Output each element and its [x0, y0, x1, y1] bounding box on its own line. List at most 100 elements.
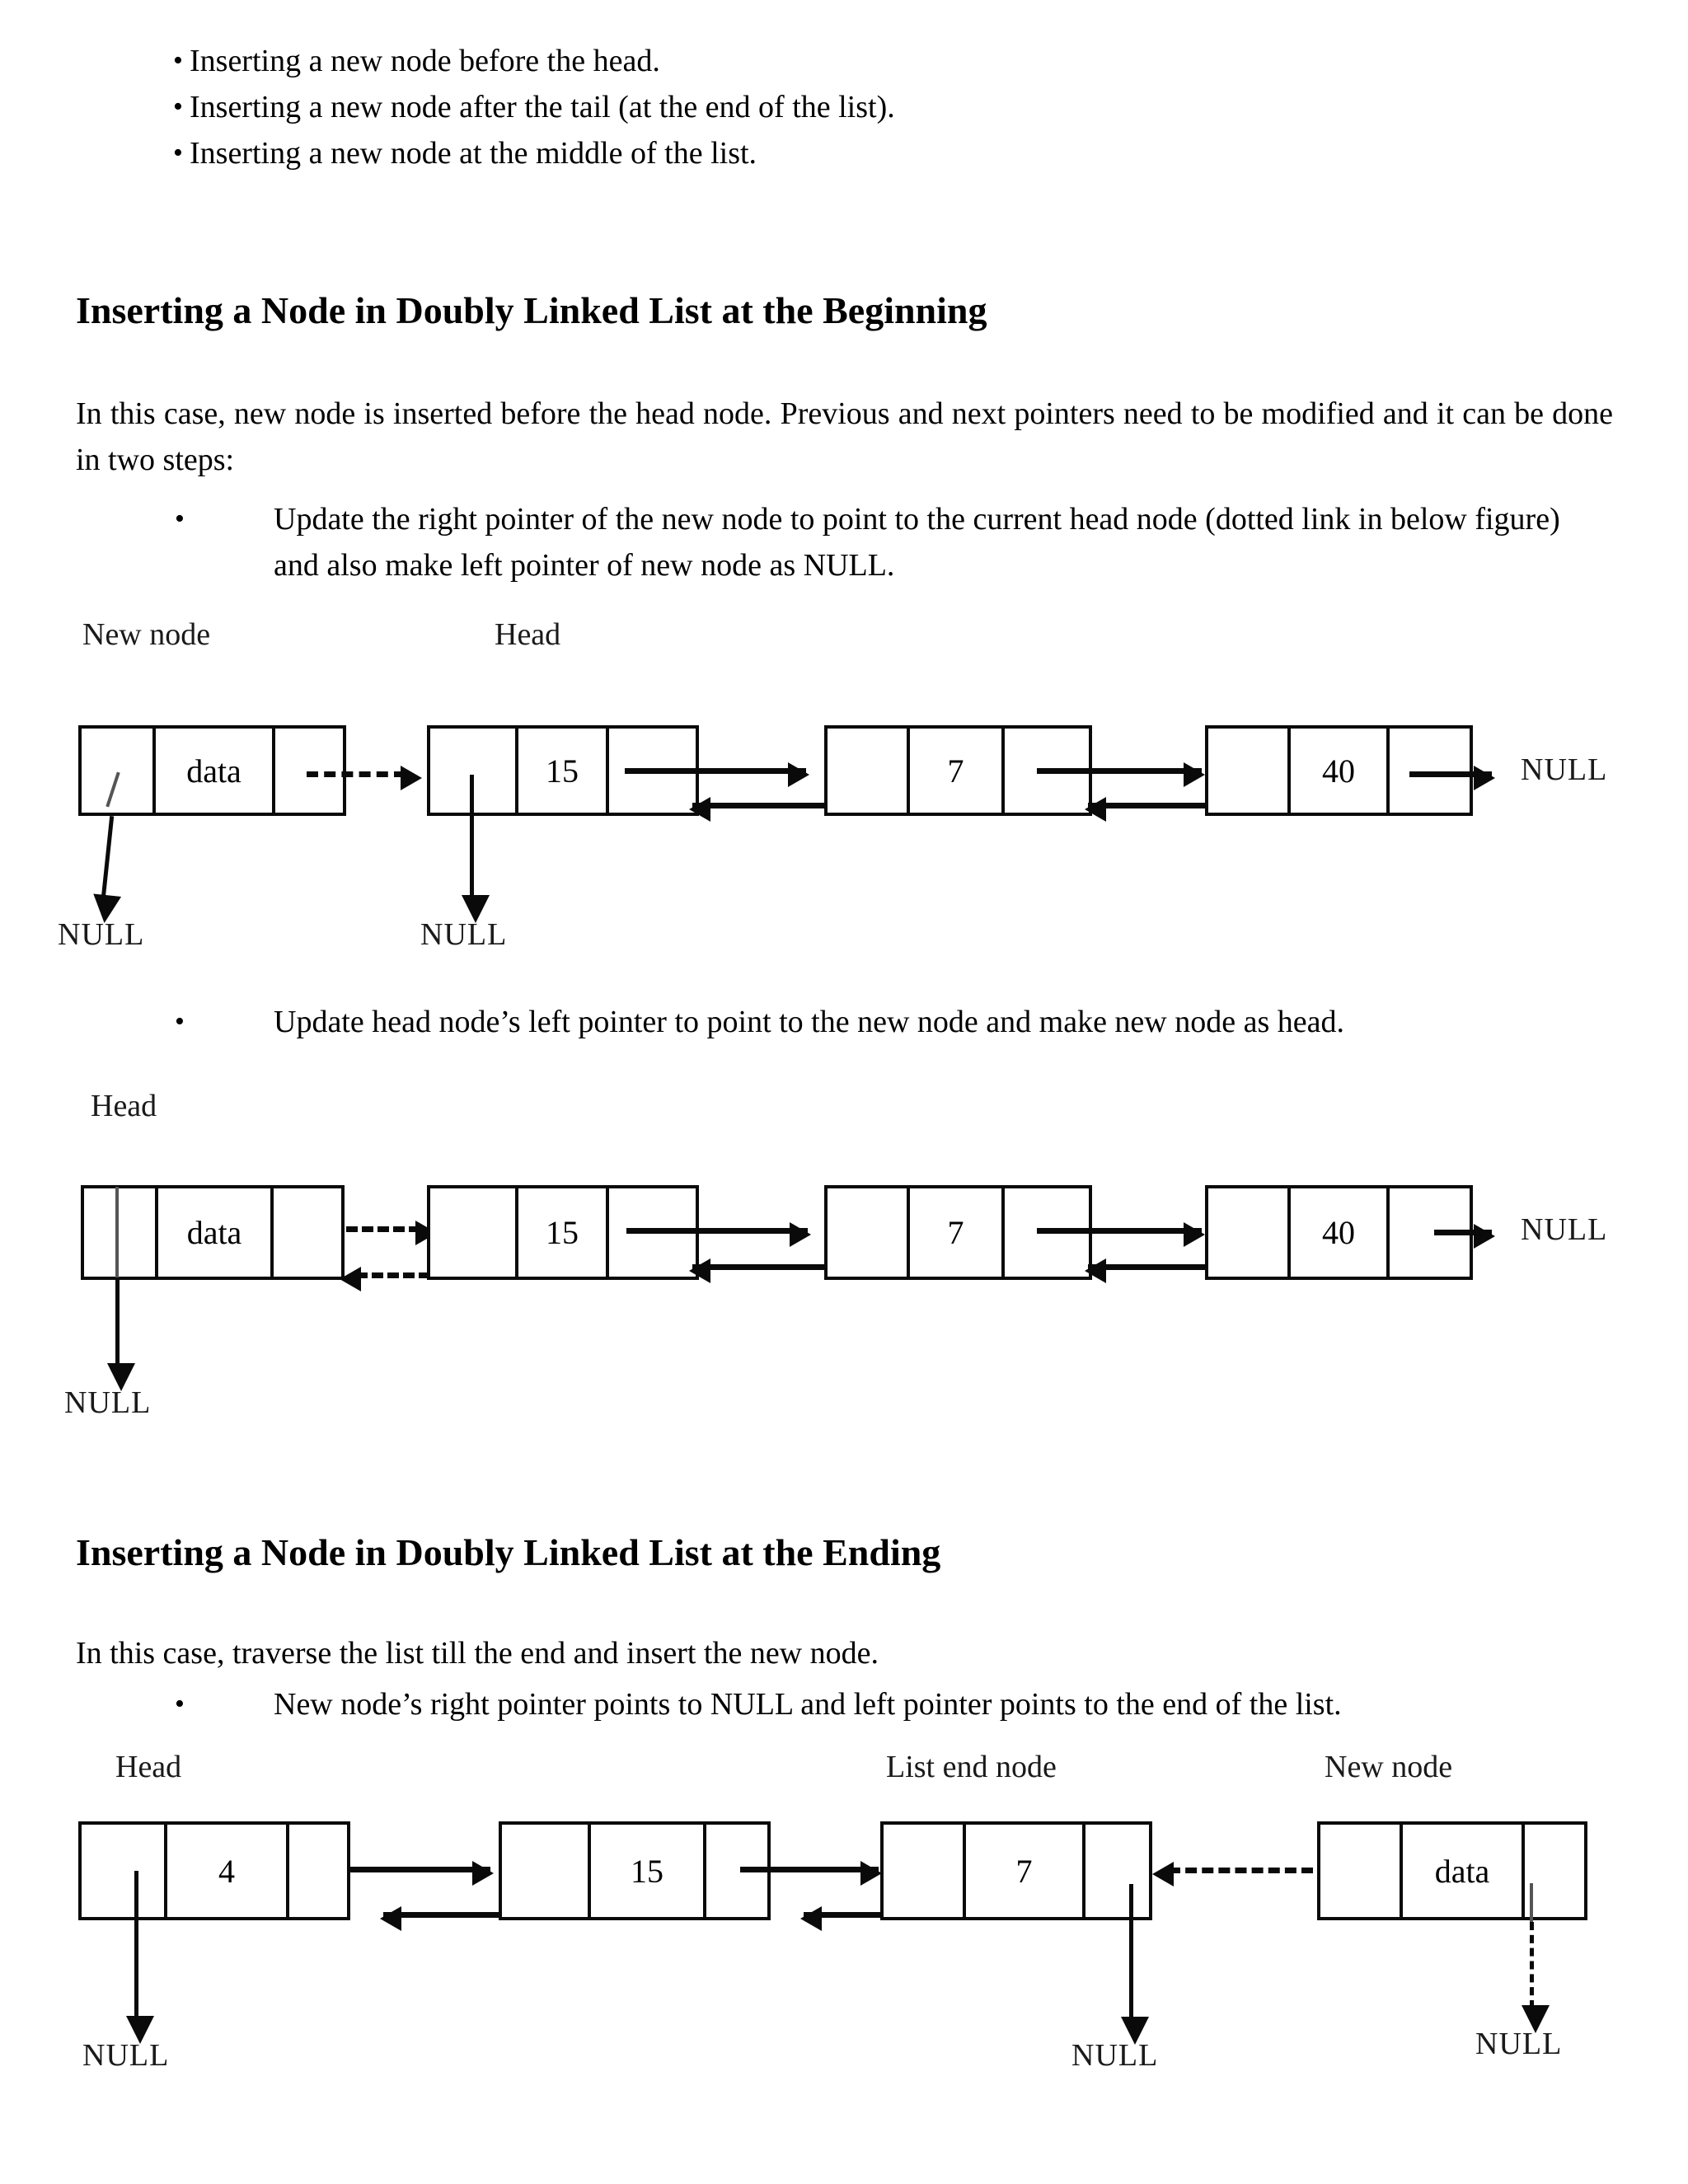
figure-insert-beginning-step1: New node Head data NULL 15 NULL: [0, 610, 1688, 972]
figure2-head-pointer-tick: [115, 1187, 119, 1277]
figure1-next-link-15-to-7: [625, 762, 809, 787]
list-item-label: Inserting a new node before the head.: [190, 44, 660, 78]
list-item-label: Inserting a new node at the middle of th…: [190, 136, 757, 171]
figure1-dotted-link-new-to-head: [307, 766, 422, 790]
figure1-node-40-left-ptr: [1208, 729, 1291, 813]
bullet-icon: •: [173, 45, 183, 76]
step-item-ending-1-label: New node’s right pointer points to NULL …: [274, 1687, 1342, 1722]
figure3-new-null-arrow-icon: [1522, 1922, 1550, 2033]
section-paragraph-beginning: In this case, new node is inserted befor…: [76, 396, 1613, 477]
figure3-node-15-data: 15: [591, 1825, 706, 1917]
figure3-node-new-right-ptr: [1525, 1825, 1584, 1917]
figure1-prev-link-7-to-15: [689, 797, 872, 822]
list-item-label: Inserting a new node after the tail (at …: [190, 90, 895, 124]
figure3-node-head-left-ptr: [82, 1825, 167, 1917]
list-item: • Inserting a new node at the middle of …: [99, 130, 1582, 176]
figure3-null-head: NULL: [82, 2038, 170, 2073]
bullet-icon: •: [175, 1006, 185, 1037]
figure3-node-head-right-ptr: [289, 1825, 347, 1917]
figure1-node-7-left-ptr: [828, 729, 910, 813]
figure2-node-7-data: 7: [910, 1188, 1005, 1277]
figure2-prev-link-7-to-15: [689, 1258, 870, 1283]
bullet-icon: •: [173, 138, 183, 168]
figure3-prev-link-15-to-4: [380, 1906, 528, 1931]
figure2-label-head: Head: [91, 1089, 157, 1123]
figure2-prev-link-40-to-7: [1085, 1258, 1253, 1283]
figure2-next-link-7-to-40: [1037, 1222, 1205, 1247]
figure-insert-ending: Head List end node New node 4 NULL 15 7: [0, 1739, 1688, 2168]
figure1-node-new-left-ptr: [82, 729, 156, 813]
figure1-node-head-left-ptr: [430, 729, 518, 813]
figure1-node-40-data: 40: [1291, 729, 1390, 813]
figure2-head-null-arrow-icon: [107, 1280, 135, 1391]
figure2-null-tail: NULL: [1521, 1212, 1608, 1247]
figure-insert-beginning-step2: Head data NULL 15 7: [0, 1080, 1688, 1442]
figure1-node-40: 40: [1205, 725, 1473, 816]
figure2-node-new-head-right-ptr: [274, 1188, 341, 1277]
figure3-null-list-end: NULL: [1071, 2038, 1159, 2073]
figure1-null-new-node: NULL: [58, 917, 145, 952]
figure2-next-link-15-to-7: [626, 1222, 811, 1247]
step-item-1-label: Update the right pointer of the new node…: [274, 502, 1560, 583]
figure3-label-new-node: New node: [1325, 1750, 1453, 1784]
figure3-node-head-data: 4: [167, 1825, 289, 1917]
figure3-node-list-end: 7: [880, 1821, 1152, 1920]
figure1-new-null-arrow-icon: [101, 816, 115, 898]
figure1-null-tail: NULL: [1521, 752, 1608, 787]
figure3-node-head: 4: [78, 1821, 350, 1920]
figure2-null-head: NULL: [64, 1385, 152, 1420]
figure1-prev-link-40-to-7: [1085, 797, 1253, 822]
figure3-prev-link-7-to-15: [800, 1906, 944, 1931]
figure2-dotted-prev-link: [340, 1267, 430, 1291]
list-item: • Inserting a new node before the head.: [99, 38, 1582, 84]
figure2-node-new-head-data: data: [158, 1188, 274, 1277]
figure1-node-7-data: 7: [910, 729, 1005, 813]
figure3-label-list-end-node: List end node: [886, 1750, 1057, 1784]
figure2-node-40-left-ptr: [1208, 1188, 1291, 1277]
section-paragraph-ending: In this case, traverse the list till the…: [76, 1636, 879, 1671]
figure3-head-null-arrow-icon: [126, 1871, 154, 2044]
figure3-node-new-left-ptr: [1320, 1825, 1403, 1917]
figure3-next-link-4-to-15: [350, 1861, 494, 1886]
figure2-tail-null-arrow-icon: [1434, 1224, 1495, 1249]
section-heading-beginning: Inserting a Node in Doubly Linked List a…: [76, 289, 987, 331]
figure2-node-40-data: 40: [1291, 1188, 1390, 1277]
figure2-node-40: 40: [1205, 1185, 1473, 1280]
figure3-list-end-null-arrow-icon: [1121, 1884, 1149, 2045]
figure1-next-link-7-to-40: [1037, 762, 1205, 787]
figure2-node-7: 7: [824, 1185, 1092, 1280]
figure3-node-15: 15: [499, 1821, 771, 1920]
figure1-tail-null-arrow-icon: [1409, 766, 1495, 790]
figure1-node-40-right-ptr: [1390, 729, 1470, 813]
figure3-node-15-left-ptr: [502, 1825, 591, 1917]
bullet-icon: •: [173, 91, 183, 122]
step-item-2: • Update head node’s left pointer to poi…: [175, 999, 1592, 1045]
figure3-node-list-end-right-ptr: [1085, 1825, 1149, 1917]
list-item: • Inserting a new node after the tail (a…: [99, 84, 1582, 130]
figure1-node-new-data: data: [156, 729, 275, 813]
figure3-node-list-end-data: 7: [966, 1825, 1085, 1917]
figure3-next-link-15-to-7: [740, 1861, 882, 1886]
figure1-node-new: data: [78, 725, 346, 816]
figure1-null-head: NULL: [420, 917, 508, 952]
figure1-label-new-node: New node: [82, 617, 211, 652]
figure1-head-null-arrow-icon: [462, 775, 490, 923]
figure2-dotted-next-link: [346, 1221, 437, 1245]
bullet-icon: •: [175, 1689, 185, 1719]
figure1-node-new-right-ptr: [275, 729, 343, 813]
figure3-null-new-node: NULL: [1475, 2027, 1563, 2061]
figure3-node-list-end-left-ptr: [884, 1825, 966, 1917]
figure3-node-new: data: [1317, 1821, 1587, 1920]
figure3-dotted-prev-link-new-to-end: [1152, 1862, 1313, 1886]
figure2-node-15-data: 15: [518, 1188, 609, 1277]
figure3-label-head: Head: [115, 1750, 182, 1784]
step-item-2-label: Update head node’s left pointer to point…: [274, 1005, 1344, 1039]
step-item-1: • Update the right pointer of the new no…: [175, 496, 1592, 588]
figure3-node-new-data: data: [1403, 1825, 1525, 1917]
figure2-node-new-head-left-ptr: [84, 1188, 158, 1277]
figure2-node-7-left-ptr: [828, 1188, 910, 1277]
bullet-icon: •: [175, 504, 185, 534]
figure2-node-15-left-ptr: [430, 1188, 518, 1277]
figure3-new-node-right-ptr-stub: [1530, 1883, 1533, 1923]
